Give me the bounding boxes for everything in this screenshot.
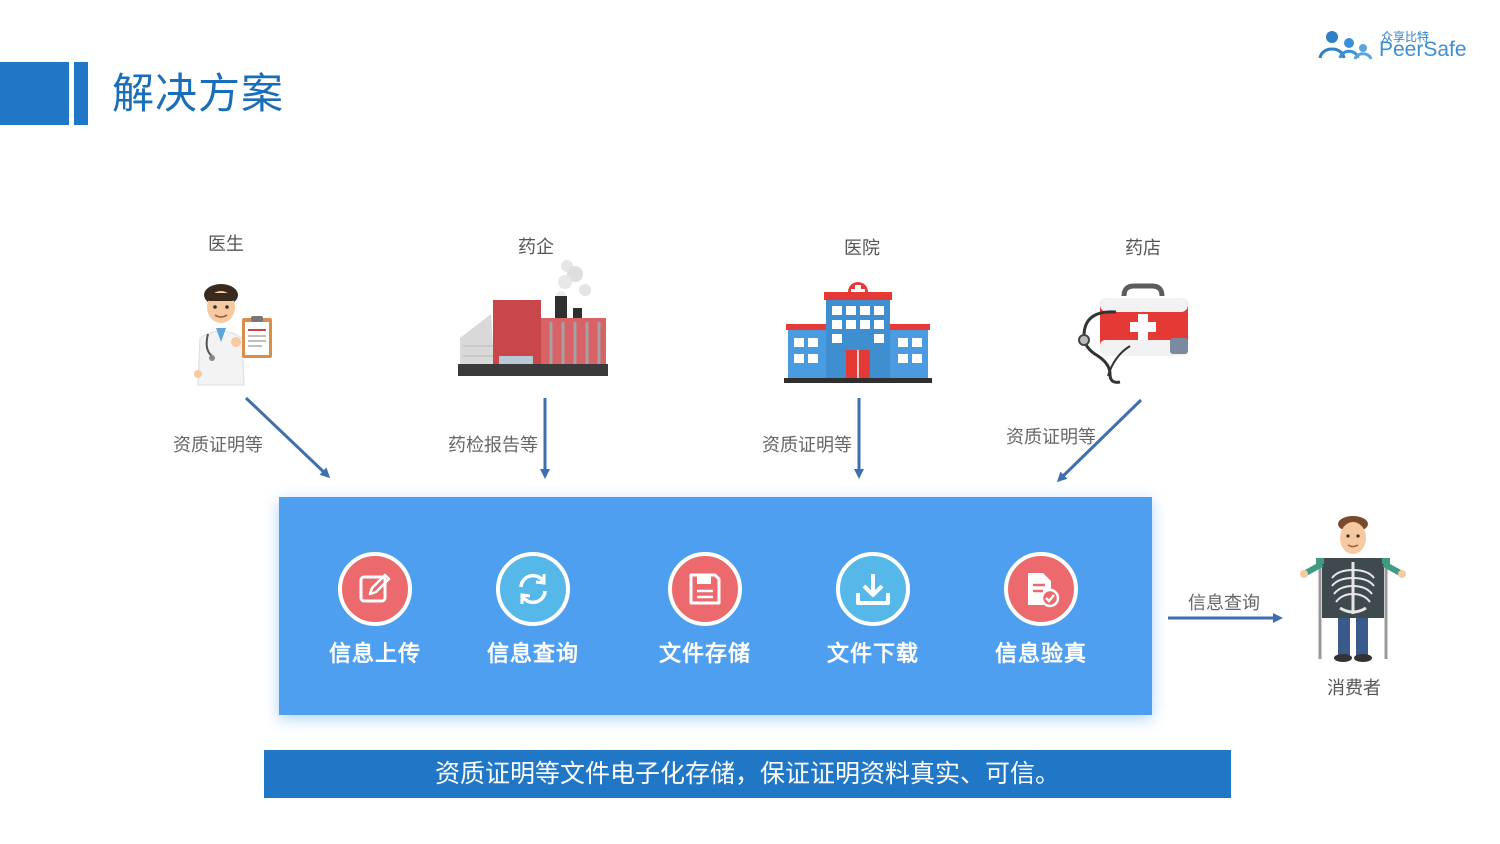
- save-icon: [668, 552, 742, 626]
- download-icon: [836, 552, 910, 626]
- source-label-doctor: 医生: [208, 234, 244, 255]
- consumer-label: 消费者: [1327, 678, 1381, 699]
- flow-label-pharma: 药检报告等: [448, 435, 538, 456]
- factory-icon: [458, 260, 608, 376]
- header-accent-block: [0, 62, 69, 125]
- feature-label: 信息上传: [328, 642, 421, 667]
- feature-info-query: 信息查询: [463, 552, 603, 668]
- arrow-pharmacy: [1056, 398, 1143, 483]
- flow-label-hospital: 资质证明等: [762, 435, 852, 456]
- feature-info-verify: 信息验真: [971, 552, 1111, 668]
- flow-label-pharmacy: 资质证明等: [1006, 427, 1096, 448]
- arrow-doctor: [244, 396, 331, 479]
- xray-person-icon: [1300, 516, 1406, 662]
- source-label-hospital: 医院: [844, 238, 880, 259]
- feature-file-download: 文件下载: [803, 552, 943, 668]
- refresh-icon: [496, 552, 570, 626]
- document-check-icon: [1004, 552, 1078, 626]
- hospital-icon: [784, 282, 932, 383]
- flow-label-doctor: 资质证明等: [173, 435, 263, 456]
- platform-panel: 信息上传 信息查询 文件存储: [279, 497, 1152, 715]
- edit-icon: [338, 552, 412, 626]
- peersafe-logo-icon: [1318, 31, 1373, 60]
- logo-text-en: PeerSafe: [1379, 38, 1467, 61]
- feature-label: 信息验真: [994, 642, 1087, 667]
- source-label-pharma: 药企: [518, 237, 554, 258]
- feature-label: 文件下载: [826, 642, 919, 667]
- flow-label-consumer: 信息查询: [1188, 593, 1260, 614]
- feature-label: 信息查询: [486, 642, 579, 667]
- feature-label: 文件存储: [658, 642, 751, 667]
- doctor-icon: [194, 284, 272, 386]
- feature-file-storage: 文件存储: [635, 552, 775, 668]
- source-label-pharmacy: 药店: [1125, 238, 1161, 259]
- logo-text-cn: 众享比特: [1381, 30, 1430, 44]
- header-accent-bar: [74, 62, 88, 125]
- page-title: 解决方案: [112, 69, 285, 118]
- first-aid-kit-icon: [1078, 283, 1188, 384]
- summary-banner: 资质证明等文件电子化存储，保证证明资料真实、可信。: [264, 750, 1231, 798]
- feature-info-upload: 信息上传: [305, 552, 445, 668]
